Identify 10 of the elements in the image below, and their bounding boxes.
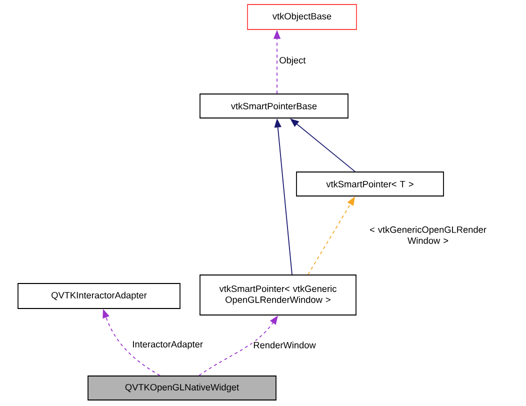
edge-label: RenderWindow	[252, 340, 317, 350]
class-box: QVTKOpenGLNativeWidget	[88, 376, 276, 400]
edge-label: Object	[278, 56, 307, 66]
edge-label: < vtkGenericOpenGLRender Window >	[367, 225, 489, 245]
edge-label: InteractorAdapter	[131, 340, 204, 350]
class-box: QVTKInteractorAdapter	[18, 283, 180, 309]
class-box: vtkObjectBase	[247, 4, 357, 30]
class-box: vtkSmartPointer< vtkGeneric OpenGLRenderWindow >	[200, 274, 356, 316]
class-box: vtkSmartPointer< T >	[296, 172, 444, 196]
class-box: vtkSmartPointerBase	[200, 94, 348, 118]
